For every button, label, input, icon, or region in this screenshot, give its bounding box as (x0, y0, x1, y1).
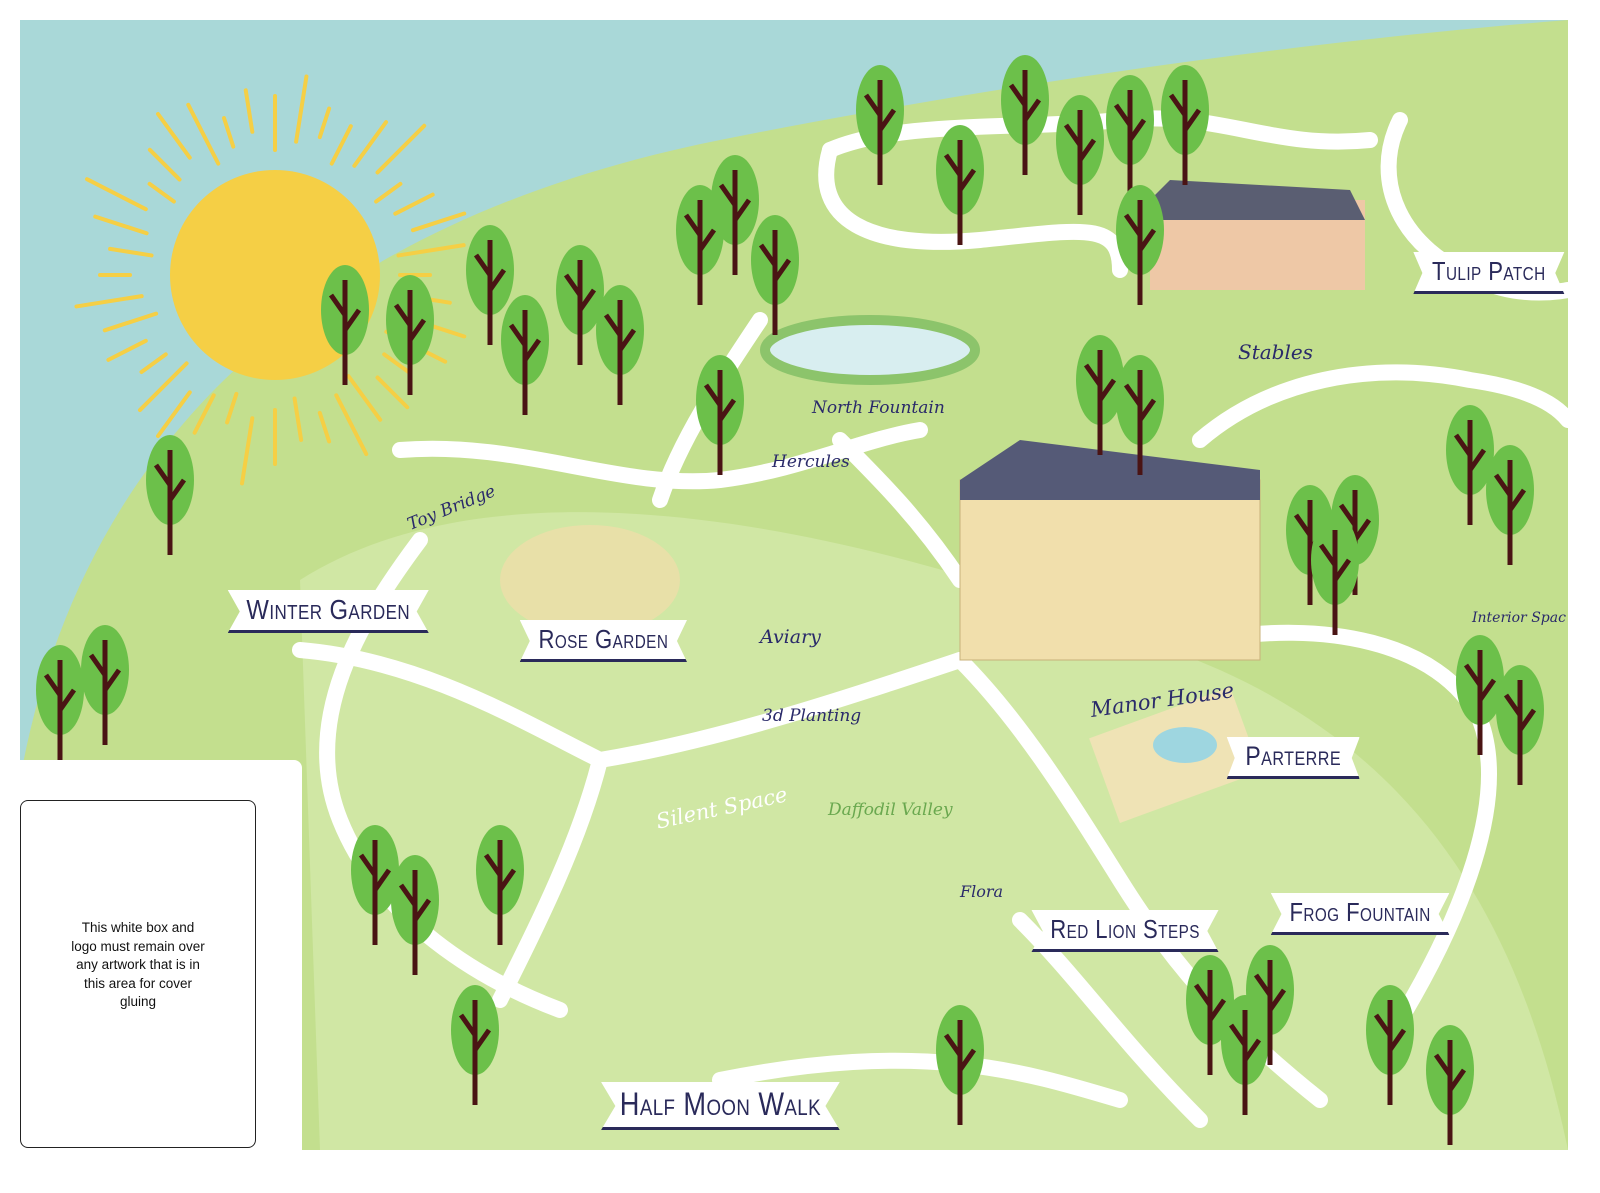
tree-icon (1116, 185, 1164, 305)
label-interior-space[interactable]: Interior Spac (1472, 610, 1566, 626)
trees (36, 55, 1544, 1145)
tree-icon (856, 65, 904, 185)
tree-icon (711, 155, 759, 275)
tree-icon (1446, 405, 1494, 525)
tree-icon (1486, 445, 1534, 565)
banner-rose-garden[interactable]: Rose Garden (519, 620, 687, 662)
parterre-pond (1153, 727, 1217, 763)
tree-icon (81, 625, 129, 745)
banner-winter-garden[interactable]: Winter Garden (227, 590, 429, 633)
tree-icon (751, 215, 799, 335)
north-fountain-pool (760, 315, 980, 385)
banner-half-moon-walk[interactable]: Half Moon Walk (601, 1082, 840, 1130)
tree-icon (1186, 955, 1234, 1075)
tree-icon (1161, 65, 1209, 185)
tree-icon (1366, 985, 1414, 1105)
tree-icon (501, 295, 549, 415)
rose-garden-bed (500, 525, 680, 635)
label-daffodil-valley[interactable]: Daffodil Valley (828, 800, 953, 820)
label-north-fountain[interactable]: North Fountain (812, 398, 945, 418)
tree-icon (1106, 75, 1154, 195)
tree-icon (696, 355, 744, 475)
garden-map: Winter Garden Rose Garden Tulip Patch Pa… (20, 20, 1568, 1150)
tree-icon (466, 225, 514, 345)
tree-icon (556, 245, 604, 365)
tree-icon (1076, 335, 1124, 455)
tree-icon (596, 285, 644, 405)
map-artwork (20, 20, 1568, 1150)
tree-icon (476, 825, 524, 945)
tree-icon (1426, 1025, 1474, 1145)
tree-icon (1496, 665, 1544, 785)
manor-house-roof (960, 440, 1260, 500)
tree-icon (351, 825, 399, 945)
manor-house-building (959, 479, 1261, 661)
label-aviary[interactable]: Aviary (760, 626, 821, 648)
label-stables[interactable]: Stables (1238, 340, 1313, 364)
tree-icon (146, 435, 194, 555)
label-hercules[interactable]: Hercules (772, 452, 850, 472)
tree-icon (391, 855, 439, 975)
glue-box-text: This white box and logo must remain over… (71, 920, 205, 1009)
banner-red-lion-steps[interactable]: Red Lion Steps (1031, 910, 1219, 952)
tree-icon (1246, 945, 1294, 1065)
glue-box: This white box and logo must remain over… (20, 800, 256, 1148)
tree-icon (1001, 55, 1049, 175)
tree-icon (1311, 515, 1359, 635)
tree-icon (936, 125, 984, 245)
tree-icon (936, 1005, 984, 1125)
banner-tulip-patch[interactable]: Tulip Patch (1413, 252, 1565, 294)
tree-icon (1056, 95, 1104, 215)
tree-icon (1116, 355, 1164, 475)
label-3d-planting[interactable]: 3d Planting (762, 706, 862, 726)
banner-parterre[interactable]: Parterre (1226, 737, 1360, 779)
tree-icon (36, 645, 84, 765)
tree-icon (321, 265, 369, 385)
stables-roof (1150, 180, 1365, 220)
tree-icon (451, 985, 499, 1105)
tree-icon (1456, 635, 1504, 755)
banner-frog-fountain[interactable]: Frog Fountain (1270, 893, 1450, 935)
label-flora[interactable]: Flora (960, 882, 1004, 901)
tree-icon (386, 275, 434, 395)
